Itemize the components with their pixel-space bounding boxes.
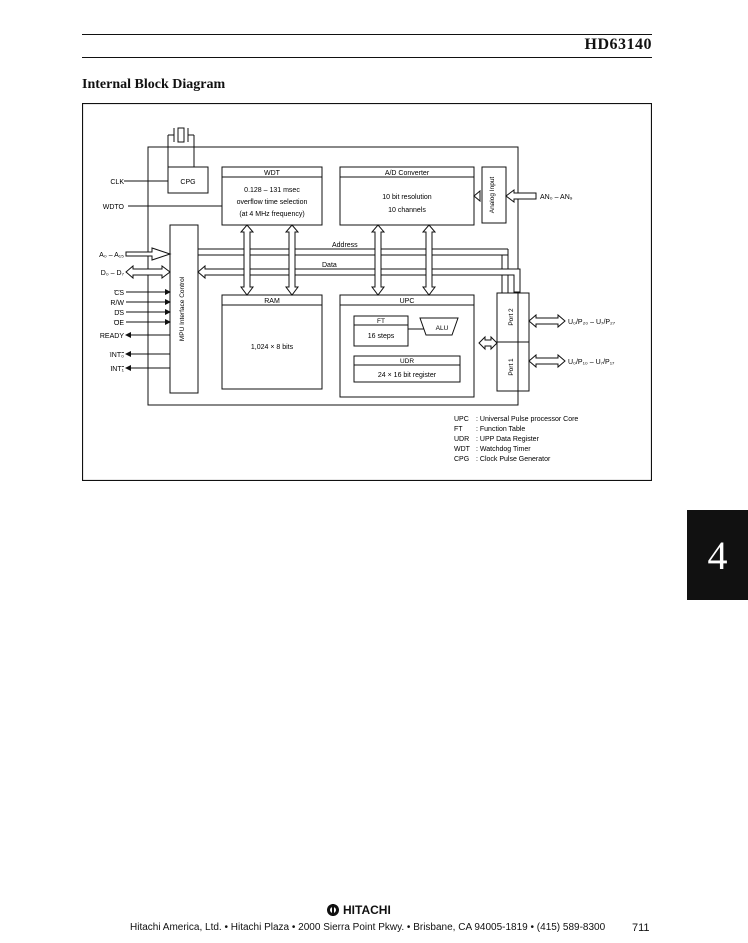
legend-desc-3: : Watchdog Timer xyxy=(476,446,531,453)
port1-signal-label: U₀/P₁₀ – U₇/P₁₇ xyxy=(568,359,615,366)
diagram-frame xyxy=(82,103,652,481)
analog-arrow-left xyxy=(473,189,481,203)
legend-desc-2: : UPP Data Register xyxy=(476,436,540,443)
clk-label: CLK xyxy=(110,179,124,186)
legend-abbr-3: WDT xyxy=(454,446,471,453)
port2-label: Port 2 xyxy=(508,308,515,326)
an-label: AN₀ – AN₉ xyxy=(540,194,573,201)
legend-abbr-4: CPG xyxy=(454,456,469,463)
a-label: A₀ – A₁₅ xyxy=(99,252,124,259)
rw-label: R/W xyxy=(110,300,124,307)
int0-label: INT₀ xyxy=(110,352,124,359)
analog-input-block xyxy=(481,166,507,224)
header-rule-top xyxy=(82,34,652,35)
wdto-label: WDTO xyxy=(103,204,125,211)
adc-text-1: 10 bit resolution xyxy=(382,194,432,201)
udr-label: UDR xyxy=(400,358,414,365)
hitachi-logo-icon xyxy=(327,904,339,916)
upc-block xyxy=(339,294,475,398)
int1-label: INT₁ xyxy=(110,366,124,373)
part-number: HD63140 xyxy=(584,36,652,53)
oe-label: OE xyxy=(114,320,124,327)
page-number: 711 xyxy=(632,922,650,934)
wdt-text-1: 0.128 – 131 msec xyxy=(244,187,300,194)
ft-steps: 16 steps xyxy=(368,333,395,340)
upc-port-arrow xyxy=(478,335,498,351)
bus-connectors xyxy=(239,224,437,296)
legend-desc-0: : Universal Pulse processor Core xyxy=(476,416,578,423)
wdt-block xyxy=(221,166,323,226)
legend-abbr-1: FT xyxy=(454,426,463,433)
legend-abbr-2: UDR xyxy=(454,436,469,443)
legend-desc-1: : Function Table xyxy=(476,426,525,433)
footer-address: Hitachi America, Ltd. • Hitachi Plaza • … xyxy=(130,922,606,933)
port2-signal-label: U₀/P₂₀ – U₇/P₂₇ xyxy=(568,319,616,326)
ds-label: DS xyxy=(114,310,124,317)
control-signal-lines xyxy=(125,289,171,371)
wdt-label: WDT xyxy=(264,170,281,177)
a-bus-arrow xyxy=(125,247,172,261)
port1-arrow xyxy=(528,353,566,369)
an-port-arrow xyxy=(505,189,537,203)
footer-logo-text: HITACHI xyxy=(343,903,391,917)
ram-label: RAM xyxy=(264,298,280,305)
alu-label: ALU xyxy=(436,325,449,332)
crystal-icon xyxy=(167,127,195,167)
wdt-text-2: overflow time selection xyxy=(237,199,308,206)
udr-size: 24 × 16 bit register xyxy=(378,372,437,379)
block-diagram: CPG CLK WDT 0.128 – 131 msec overflow ti… xyxy=(82,103,652,481)
address-bus-label: Address xyxy=(332,242,358,249)
analog-input-label: Analog Input xyxy=(489,177,496,214)
port2-arrow xyxy=(528,313,566,329)
chapter-tab: 4 xyxy=(687,510,748,600)
ram-size: 1,024 × 8 bits xyxy=(251,344,294,351)
adc-label: A/D Converter xyxy=(385,170,430,177)
adc-text-2: 10 channels xyxy=(388,207,426,214)
ready-label: READY xyxy=(100,333,124,340)
legend-desc-4: : Clock Pulse Generator xyxy=(476,456,551,463)
ft-label: FT xyxy=(377,318,385,325)
port1-label: Port 1 xyxy=(508,358,515,376)
mpu-label: MPU Interface Control xyxy=(179,276,186,341)
footer-logo: HITACHI xyxy=(326,903,391,917)
cpg-block xyxy=(167,166,209,194)
d-bus-arrow xyxy=(125,264,171,280)
wdt-text-3: (at 4 MHz frequency) xyxy=(239,211,304,218)
data-bus xyxy=(197,264,521,293)
legend-abbr-0: UPC xyxy=(454,416,469,423)
d-label: D₀ – D₇ xyxy=(101,270,125,277)
data-bus-label: Data xyxy=(322,262,337,269)
udr-block xyxy=(353,355,461,383)
legend: UPC : Universal Pulse processor Core FT … xyxy=(454,416,578,463)
ft-block xyxy=(353,315,409,347)
header-rule-bottom xyxy=(82,57,652,58)
cpg-label: CPG xyxy=(180,179,195,186)
cs-label: CS xyxy=(114,290,124,297)
section-title: Internal Block Diagram xyxy=(82,77,226,92)
ram-block xyxy=(221,294,323,390)
upc-label: UPC xyxy=(400,298,415,305)
